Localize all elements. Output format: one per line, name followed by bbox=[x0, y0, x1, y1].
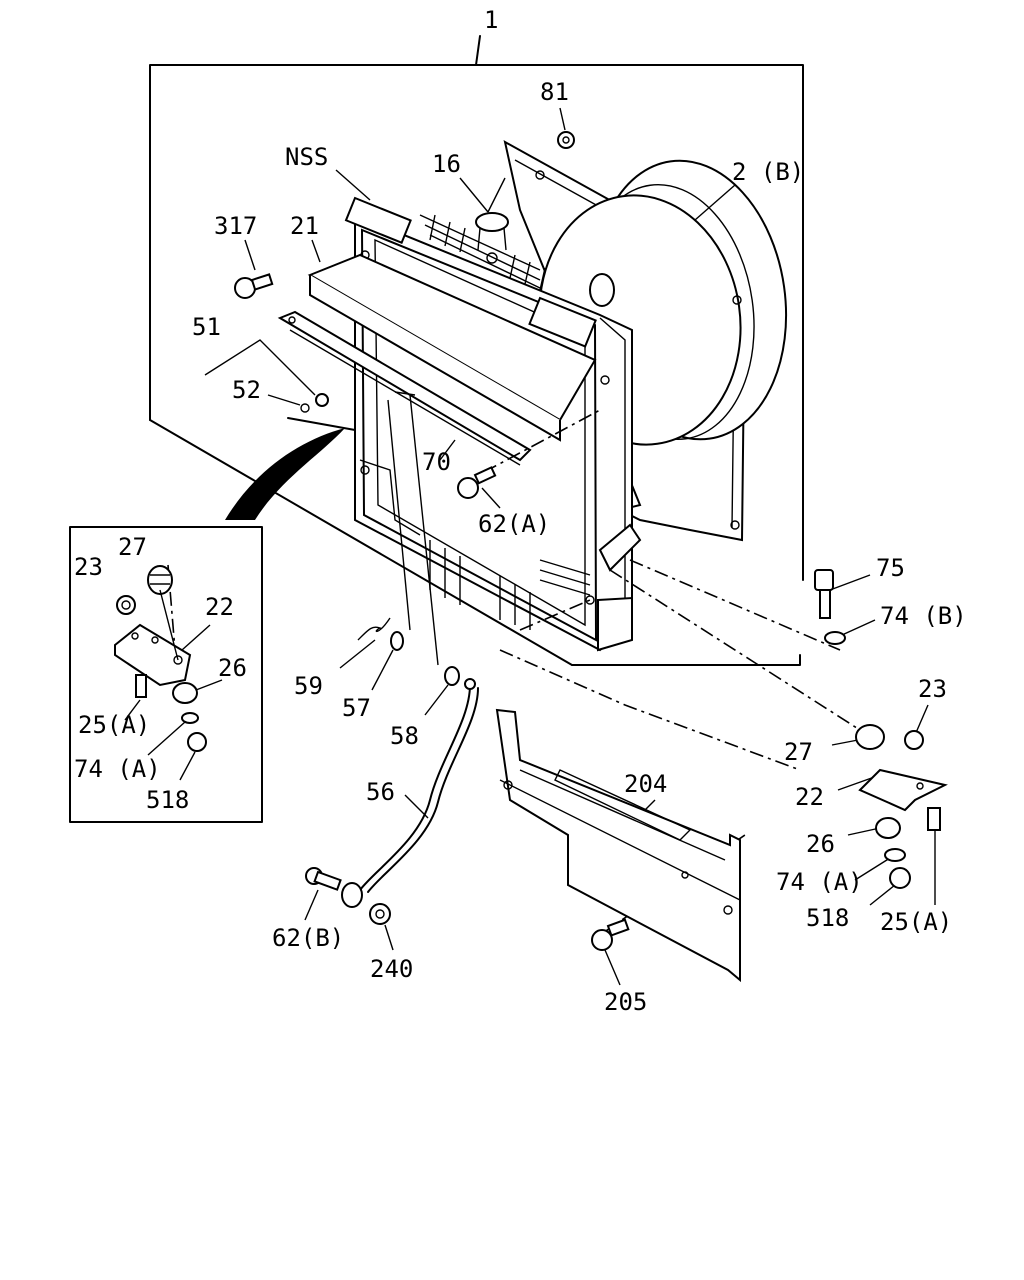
label-nss: NSS bbox=[285, 143, 328, 171]
bolt-205 bbox=[591, 918, 630, 951]
label-518-right: 518 bbox=[806, 904, 849, 932]
label-81: 81 bbox=[540, 78, 569, 106]
assembly-frame bbox=[149, 35, 804, 666]
label-25a-right: 25(A) bbox=[880, 908, 952, 936]
cushion-27-right bbox=[855, 724, 885, 750]
washer-58 bbox=[444, 666, 460, 686]
bracket-21 bbox=[277, 253, 597, 466]
label-22-right: 22 bbox=[795, 783, 824, 811]
label-inset-26: 26 bbox=[218, 654, 247, 682]
label-27-right: 27 bbox=[784, 738, 813, 766]
callout-labels: 1 81 NSS 16 2 (B) 317 21 51 52 70 62(A) … bbox=[74, 6, 967, 1016]
hose-56 bbox=[341, 678, 479, 908]
label-52: 52 bbox=[232, 376, 261, 404]
bolt-62b bbox=[305, 867, 342, 891]
bolt-81 bbox=[557, 131, 575, 149]
label-75: 75 bbox=[876, 554, 905, 582]
washer-57 bbox=[390, 631, 404, 651]
nut-518-right bbox=[889, 867, 911, 889]
label-56: 56 bbox=[366, 778, 395, 806]
label-317: 317 bbox=[214, 212, 257, 240]
label-inset-518: 518 bbox=[146, 786, 189, 814]
label-inset-22: 22 bbox=[205, 593, 234, 621]
label-74a-right: 74 (A) bbox=[776, 868, 863, 896]
label-240: 240 bbox=[370, 955, 413, 983]
label-21: 21 bbox=[290, 212, 319, 240]
label-57: 57 bbox=[342, 694, 371, 722]
bolt-75 bbox=[814, 569, 834, 619]
bolt-317 bbox=[234, 273, 274, 299]
label-74b: 74 (B) bbox=[880, 602, 967, 630]
cushion-26-right bbox=[875, 817, 901, 839]
label-inset-23: 23 bbox=[74, 553, 103, 581]
bracket-22-right bbox=[858, 768, 948, 812]
label-204: 204 bbox=[624, 770, 667, 798]
label-23-right: 23 bbox=[918, 675, 947, 703]
label-assembly: 1 bbox=[484, 6, 498, 34]
clip-59 bbox=[357, 617, 391, 641]
inset-pointer-arrow bbox=[225, 428, 345, 520]
label-58: 58 bbox=[390, 722, 419, 750]
leader-lines bbox=[204, 107, 936, 986]
inset-box bbox=[69, 526, 263, 823]
label-70: 70 bbox=[422, 448, 451, 476]
label-62b: 62(B) bbox=[272, 924, 344, 952]
label-inset-74a: 74 (A) bbox=[74, 755, 161, 783]
nut-240 bbox=[369, 903, 391, 925]
label-inset-27: 27 bbox=[118, 533, 147, 561]
label-16: 16 bbox=[432, 150, 461, 178]
label-51: 51 bbox=[192, 313, 221, 341]
washer-74a-right bbox=[884, 848, 906, 862]
clip-52 bbox=[300, 393, 329, 413]
stud-25a-right bbox=[927, 807, 941, 831]
lower-support-204 bbox=[495, 708, 741, 983]
drain-lines bbox=[387, 391, 439, 666]
washer-74b bbox=[824, 631, 846, 645]
nut-23-right bbox=[904, 730, 924, 750]
label-205: 205 bbox=[604, 988, 647, 1016]
bolt-62a bbox=[457, 466, 497, 499]
label-26-right: 26 bbox=[806, 830, 835, 858]
label-2b: 2 (B) bbox=[732, 158, 804, 186]
label-inset-25a: 25(A) bbox=[78, 711, 150, 739]
label-62a: 62(A) bbox=[478, 510, 550, 538]
label-59: 59 bbox=[294, 672, 323, 700]
